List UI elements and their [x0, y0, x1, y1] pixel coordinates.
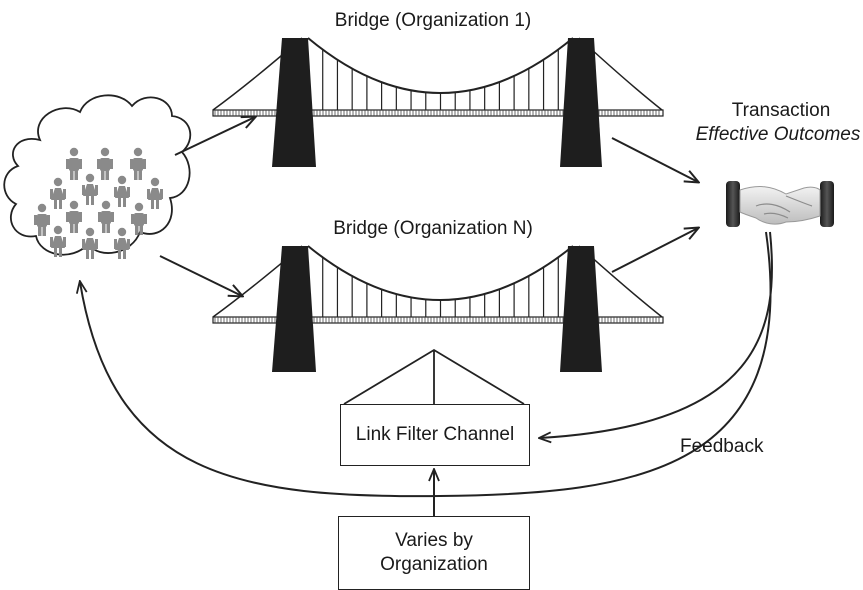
arrow-bridge-1-to-transaction — [611, 137, 698, 182]
link-filter-channel-box: Link Filter Channel — [340, 404, 530, 466]
bridge-1-label: Bridge (Organization 1) — [334, 10, 532, 31]
feedback-loop-to-crowd — [80, 231, 772, 498]
handshake-icon — [726, 181, 834, 227]
transaction-title: Transaction — [731, 100, 831, 121]
bridge-organization-1 — [212, 37, 664, 167]
bridge-n-label: Bridge (Organization N) — [333, 218, 533, 239]
feedback-label: Feedback — [680, 436, 764, 457]
varies-by-organization-box: Varies by Organization — [338, 516, 530, 590]
arrow-bridge-n-to-transaction — [611, 228, 698, 273]
people-crowd-icon — [3, 94, 192, 259]
varies-line-1: Varies by — [395, 530, 473, 551]
arrow-crowd-to-bridge-n — [159, 255, 242, 296]
feedback-arrow-to-link-filter — [540, 231, 773, 438]
bridge-organization-n — [212, 245, 664, 372]
transaction-subtitle: Effective Outcomes — [695, 124, 861, 145]
link-filter-channel-label: Link Filter Channel — [355, 424, 515, 445]
link-filter-connector — [343, 348, 525, 405]
arrow-crowd-to-bridge-1 — [174, 117, 255, 156]
varies-line-2: Organization — [380, 554, 488, 575]
